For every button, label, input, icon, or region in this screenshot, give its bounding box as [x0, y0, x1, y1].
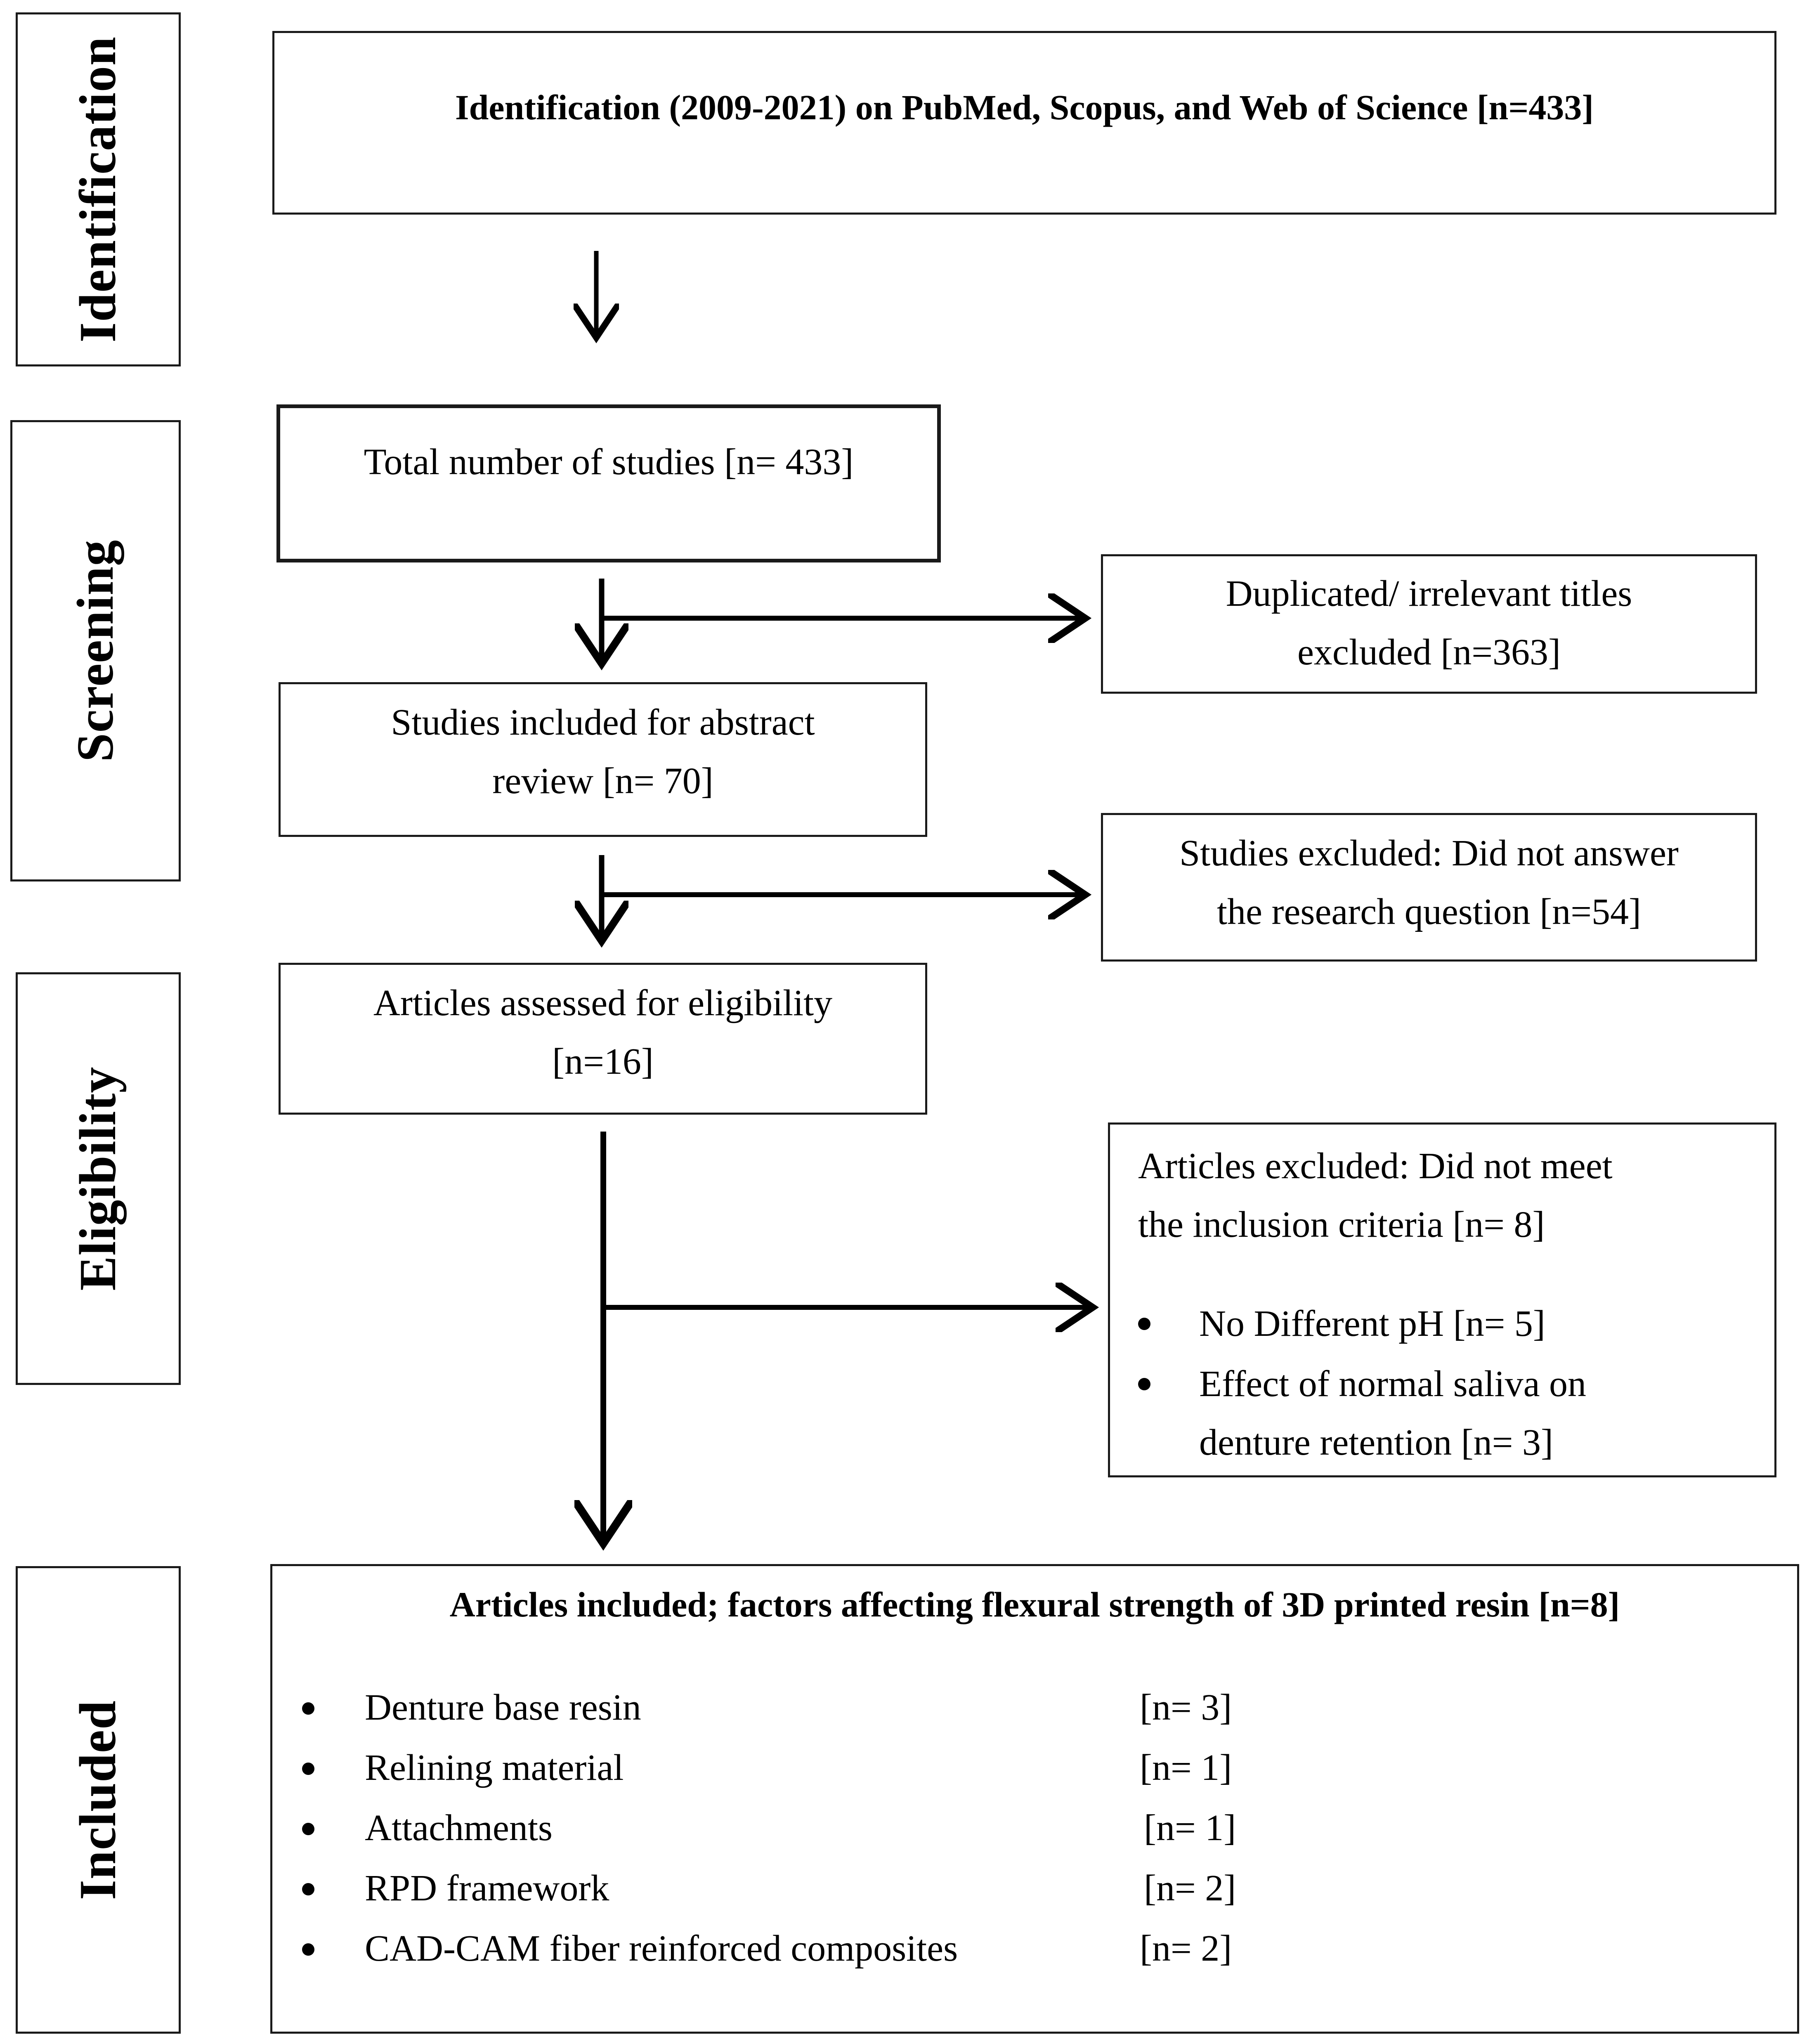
included-item: Relining material [n= 1]	[302, 1738, 1540, 1798]
bullet-icon	[1138, 1378, 1150, 1390]
excluded-research-question-line1: Studies excluded: Did not answer	[1179, 833, 1679, 874]
stage-eligibility: Eligibility	[16, 972, 181, 1385]
identification-text: Identification (2009-2021) on PubMed, Sc…	[455, 87, 1594, 127]
abstract-review-box: Studies included for abstract review [n=…	[279, 682, 927, 837]
excluded-criteria-item-text: denture retention [n= 3]	[1199, 1422, 1553, 1463]
included-item-label: Denture base resin	[365, 1687, 641, 1728]
bullet-icon	[302, 1943, 314, 1956]
excluded-criteria-line1: Articles excluded: Did not meet	[1138, 1146, 1613, 1186]
excluded-criteria-line2: the inclusion criteria [n= 8]	[1138, 1204, 1545, 1245]
included-item-count: [n= 3]	[1140, 1687, 1232, 1728]
bullet-icon	[302, 1763, 314, 1775]
included-item: RPD framework [n= 2]	[302, 1858, 1540, 1919]
included-item-count: [n= 2]	[1144, 1868, 1236, 1909]
excluded-criteria-box: Articles excluded: Did not meet the incl…	[1108, 1122, 1776, 1477]
included-item-count: [n= 1]	[1140, 1747, 1232, 1788]
excluded-criteria-item-text: Effect of normal saliva on	[1199, 1363, 1587, 1404]
bullet-icon	[1138, 1318, 1150, 1330]
total-studies-text: Total number of studies [n= 433]	[364, 442, 854, 482]
included-item-count: [n= 1]	[1144, 1808, 1236, 1848]
bullet-icon	[302, 1823, 314, 1835]
excluded-criteria-item-text: No Different pH [n= 5]	[1199, 1303, 1545, 1344]
included-item-label: RPD framework	[365, 1868, 609, 1909]
abstract-review-line1: Studies included for abstract	[391, 702, 815, 743]
included-box: Articles included; factors affecting fle…	[270, 1564, 1799, 2034]
included-item: Denture base resin [n= 3]	[302, 1678, 1540, 1738]
excluded-criteria-list: No Different pH [n= 5] Effect of normal …	[1138, 1294, 1762, 1473]
included-title: Articles included; factors affecting fle…	[449, 1585, 1620, 1624]
included-item: CAD-CAM fiber reinforced composites [n= …	[302, 1919, 1540, 1979]
abstract-review-line2: review [n= 70]	[492, 761, 713, 801]
included-item-count: [n= 2]	[1140, 1928, 1232, 1969]
excluded-research-question-line2: the research question [n=54]	[1217, 891, 1641, 932]
excluded-criteria-item: No Different pH [n= 5]	[1138, 1294, 1762, 1354]
included-item-label: Relining material	[365, 1747, 624, 1788]
eligibility-box: Articles assessed for eligibility [n=16]	[279, 963, 927, 1115]
stage-identification: Identification	[16, 12, 181, 366]
excluded-research-question-box: Studies excluded: Did not answer the res…	[1101, 813, 1757, 962]
identification-box: Identification (2009-2021) on PubMed, Sc…	[272, 31, 1776, 215]
duplicated-excluded-line1: Duplicated/ irrelevant titles	[1226, 573, 1632, 614]
duplicated-excluded-line2: excluded [n=363]	[1297, 632, 1561, 673]
bullet-icon	[302, 1702, 314, 1715]
included-item: Attachments [n= 1]	[302, 1798, 1540, 1858]
stage-included: Included	[16, 1566, 181, 2034]
eligibility-line2: [n=16]	[552, 1041, 654, 1082]
included-list: Denture base resin [n= 3] Relining mater…	[302, 1678, 1540, 1979]
included-item-label: CAD-CAM fiber reinforced composites	[365, 1928, 958, 1969]
stage-screening: Screening	[10, 420, 181, 881]
eligibility-line1: Articles assessed for eligibility	[373, 983, 833, 1023]
included-item-label: Attachments	[365, 1808, 553, 1848]
total-studies-box: Total number of studies [n= 433]	[276, 404, 941, 562]
excluded-criteria-item: Effect of normal saliva on	[1138, 1354, 1762, 1414]
duplicated-excluded-box: Duplicated/ irrelevant titles excluded […	[1101, 554, 1757, 694]
bullet-icon	[302, 1883, 314, 1895]
excluded-criteria-item-continued: denture retention [n= 3]	[1138, 1413, 1762, 1473]
